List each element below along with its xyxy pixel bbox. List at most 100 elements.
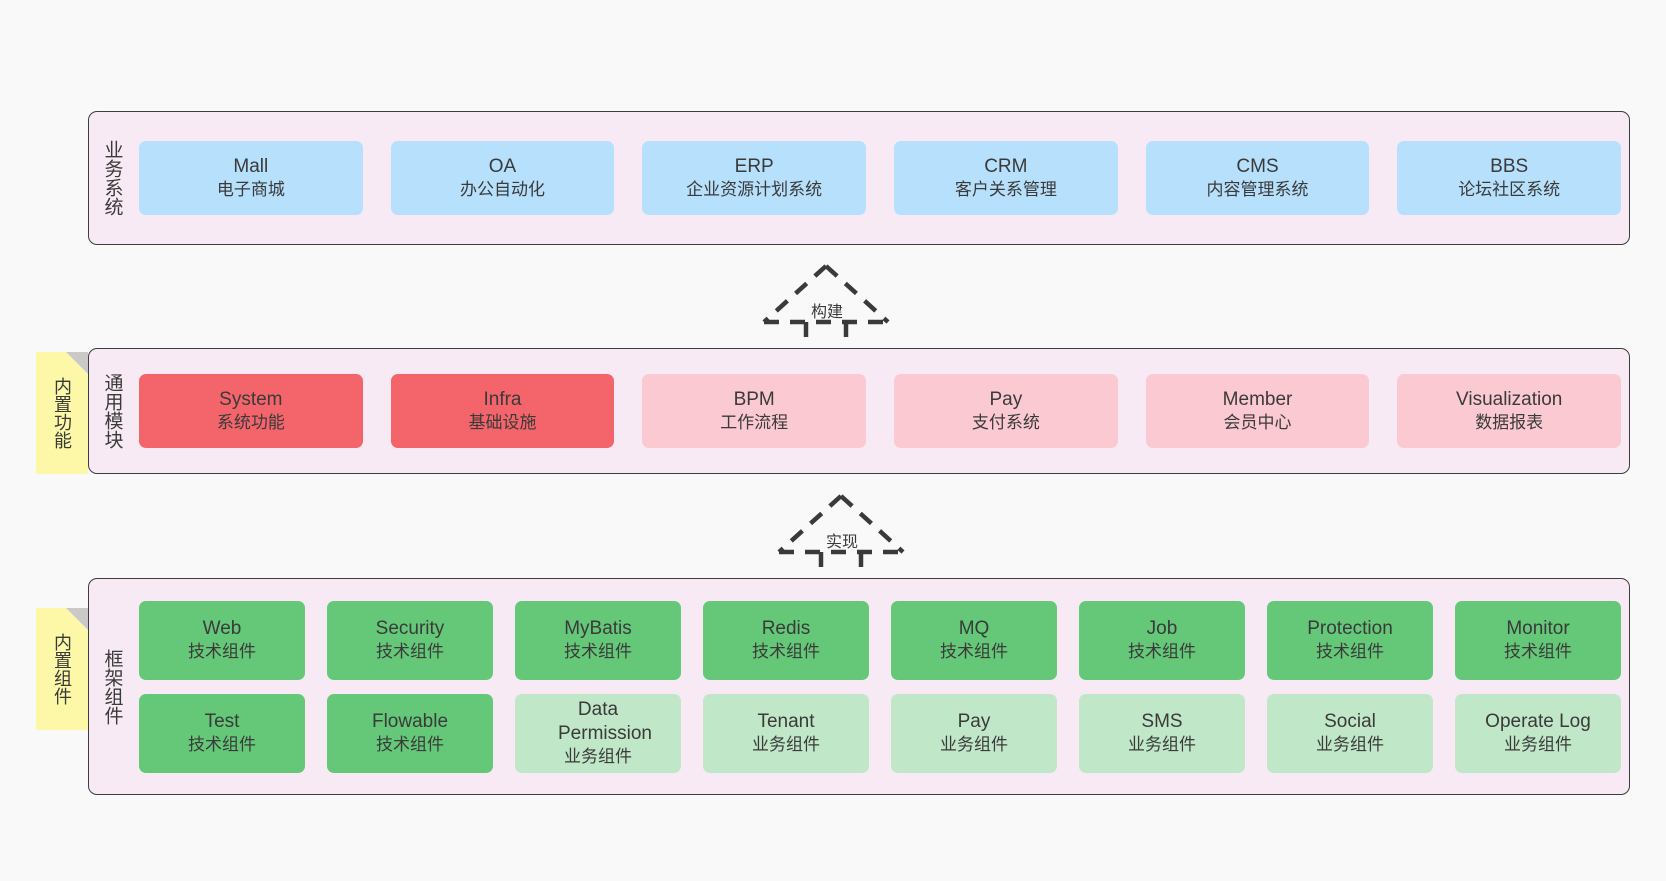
node-subtitle: 业务组件	[752, 735, 820, 755]
node-name: OA	[488, 155, 517, 177]
node-name: CRM	[984, 155, 1028, 177]
node-member[interactable]: Member 会员中心	[1145, 374, 1370, 448]
node-name: Mall	[233, 155, 269, 177]
node-security[interactable]: Security 技术组件	[327, 600, 493, 680]
layer-framework-components[interactable]: 框架组件 Web 技术组件 Security 技术组件 MyBatis 技术组件…	[88, 578, 1630, 795]
sticky-note-label: 内置功能	[52, 377, 72, 449]
node-name: Social	[1324, 710, 1376, 732]
node-subtitle: 业务组件	[1504, 735, 1572, 755]
node-bpm[interactable]: BPM 工作流程	[642, 374, 867, 448]
node-pay-component[interactable]: Pay 业务组件	[891, 693, 1057, 773]
node-name: SMS	[1141, 710, 1183, 732]
connector-label-build: 构建	[811, 304, 844, 321]
node-name: Flowable	[371, 710, 449, 732]
node-row: System 系统功能 Infra 基础设施 BPM 工作流程 Pay 支付系统…	[139, 374, 1622, 448]
node-subtitle: 会员中心	[1223, 413, 1292, 433]
sticky-note-builtin-features: 内置功能	[36, 352, 88, 474]
node-subtitle: 技术组件	[1316, 642, 1384, 662]
node-mall[interactable]: Mall 电子商城	[139, 141, 363, 215]
connector-label-implement: 实现	[826, 534, 859, 551]
node-name: Tenant	[757, 710, 815, 732]
node-subtitle: 论坛社区系统	[1458, 180, 1561, 200]
node-job[interactable]: Job 技术组件	[1079, 600, 1245, 680]
node-name: Pay	[957, 710, 991, 732]
node-name: Job	[1146, 617, 1178, 639]
node-crm[interactable]: CRM 客户关系管理	[894, 141, 1118, 215]
node-name: BPM	[733, 388, 775, 410]
node-subtitle: 业务组件	[1128, 735, 1196, 755]
node-subtitle: 企业资源计划系统	[686, 180, 823, 200]
node-subtitle: 技术组件	[1128, 642, 1196, 662]
node-web[interactable]: Web 技术组件	[139, 600, 305, 680]
connector-implement: 实现	[775, 492, 907, 574]
node-name: Operate Log	[1485, 710, 1591, 732]
layer-title-framework-components: 框架组件	[101, 648, 123, 725]
node-subtitle: 技术组件	[188, 735, 256, 755]
node-subtitle: 业务组件	[1316, 735, 1384, 755]
node-subtitle: 技术组件	[376, 735, 444, 755]
node-subtitle: 技术组件	[1504, 642, 1572, 662]
node-name: MyBatis	[564, 617, 632, 639]
node-name: Monitor	[1506, 617, 1570, 639]
sticky-note-label: 内置组件	[52, 633, 72, 705]
node-mybatis[interactable]: MyBatis 技术组件	[515, 600, 681, 680]
layer-body-common-modules: System 系统功能 Infra 基础设施 BPM 工作流程 Pay 支付系统…	[135, 349, 1629, 473]
node-subtitle: 内容管理系统	[1206, 180, 1309, 200]
node-name: System	[219, 388, 283, 410]
node-name: Infra	[483, 388, 522, 410]
node-name: ERP	[734, 155, 774, 177]
node-name: Security	[375, 617, 445, 639]
node-visualization[interactable]: Visualization 数据报表	[1397, 374, 1622, 448]
node-name: Data Permission	[558, 698, 652, 745]
node-subtitle: 工作流程	[720, 413, 789, 433]
connector-build: 构建	[760, 262, 892, 344]
node-name: Protection	[1307, 617, 1393, 639]
layer-body-business-systems: Mall 电子商城 OA 办公自动化 ERP 企业资源计划系统 CRM 客户关系…	[135, 112, 1629, 244]
node-social[interactable]: Social 业务组件	[1267, 693, 1433, 773]
node-oa[interactable]: OA 办公自动化	[390, 141, 615, 215]
node-bbs[interactable]: BBS 论坛社区系统	[1397, 141, 1622, 215]
layer-common-modules[interactable]: 通用模块 System 系统功能 Infra 基础设施 BPM 工作流程 Pay…	[88, 348, 1630, 474]
node-name: MQ	[958, 617, 990, 639]
node-monitor[interactable]: Monitor 技术组件	[1455, 600, 1621, 680]
node-sms[interactable]: SMS 业务组件	[1079, 693, 1245, 773]
node-operate-log[interactable]: Operate Log 业务组件	[1455, 693, 1621, 773]
node-subtitle: 技术组件	[188, 642, 256, 662]
node-redis[interactable]: Redis 技术组件	[703, 600, 869, 680]
node-subtitle: 技术组件	[376, 642, 444, 662]
node-mq[interactable]: MQ 技术组件	[891, 600, 1057, 680]
node-data-permission[interactable]: Data Permission 业务组件	[515, 693, 681, 773]
node-infra[interactable]: Infra 基础设施	[390, 374, 615, 448]
node-subtitle: 业务组件	[564, 747, 632, 767]
node-subtitle: 技术组件	[564, 642, 632, 662]
node-subtitle: 办公自动化	[460, 180, 545, 200]
node-cms[interactable]: CMS 内容管理系统	[1145, 141, 1370, 215]
node-subtitle: 数据报表	[1475, 413, 1544, 433]
node-test[interactable]: Test 技术组件	[139, 693, 305, 773]
node-protection[interactable]: Protection 技术组件	[1267, 600, 1433, 680]
node-subtitle: 支付系统	[971, 413, 1040, 433]
node-row-business: Test 技术组件 Flowable 技术组件 Data Permission …	[139, 693, 1621, 773]
layer-business-systems[interactable]: 业务系统 Mall 电子商城 OA 办公自动化 ERP 企业资源计划系统 CRM…	[88, 111, 1630, 245]
node-pay-module[interactable]: Pay 支付系统	[894, 374, 1118, 448]
node-name: Redis	[761, 617, 811, 639]
node-flowable[interactable]: Flowable 技术组件	[327, 693, 493, 773]
layer-title-common-modules: 通用模块	[101, 373, 123, 449]
node-name: Pay	[989, 388, 1023, 410]
node-name: CMS	[1236, 155, 1279, 177]
node-subtitle: 系统功能	[216, 413, 285, 433]
layer-body-framework-components: Web 技术组件 Security 技术组件 MyBatis 技术组件 Redi…	[135, 579, 1629, 794]
node-erp[interactable]: ERP 企业资源计划系统	[642, 141, 867, 215]
node-subtitle: 业务组件	[940, 735, 1008, 755]
node-name: BBS	[1490, 155, 1529, 177]
node-name: Member	[1222, 388, 1293, 410]
node-system[interactable]: System 系统功能	[139, 374, 363, 448]
sticky-note-builtin-components: 内置组件	[36, 608, 88, 730]
node-subtitle: 技术组件	[752, 642, 820, 662]
node-subtitle: 基础设施	[468, 413, 537, 433]
node-subtitle: 客户关系管理	[954, 180, 1057, 200]
node-tenant[interactable]: Tenant 业务组件	[703, 693, 869, 773]
node-name: Visualization	[1456, 388, 1563, 410]
node-row: Mall 电子商城 OA 办公自动化 ERP 企业资源计划系统 CRM 客户关系…	[139, 141, 1622, 215]
